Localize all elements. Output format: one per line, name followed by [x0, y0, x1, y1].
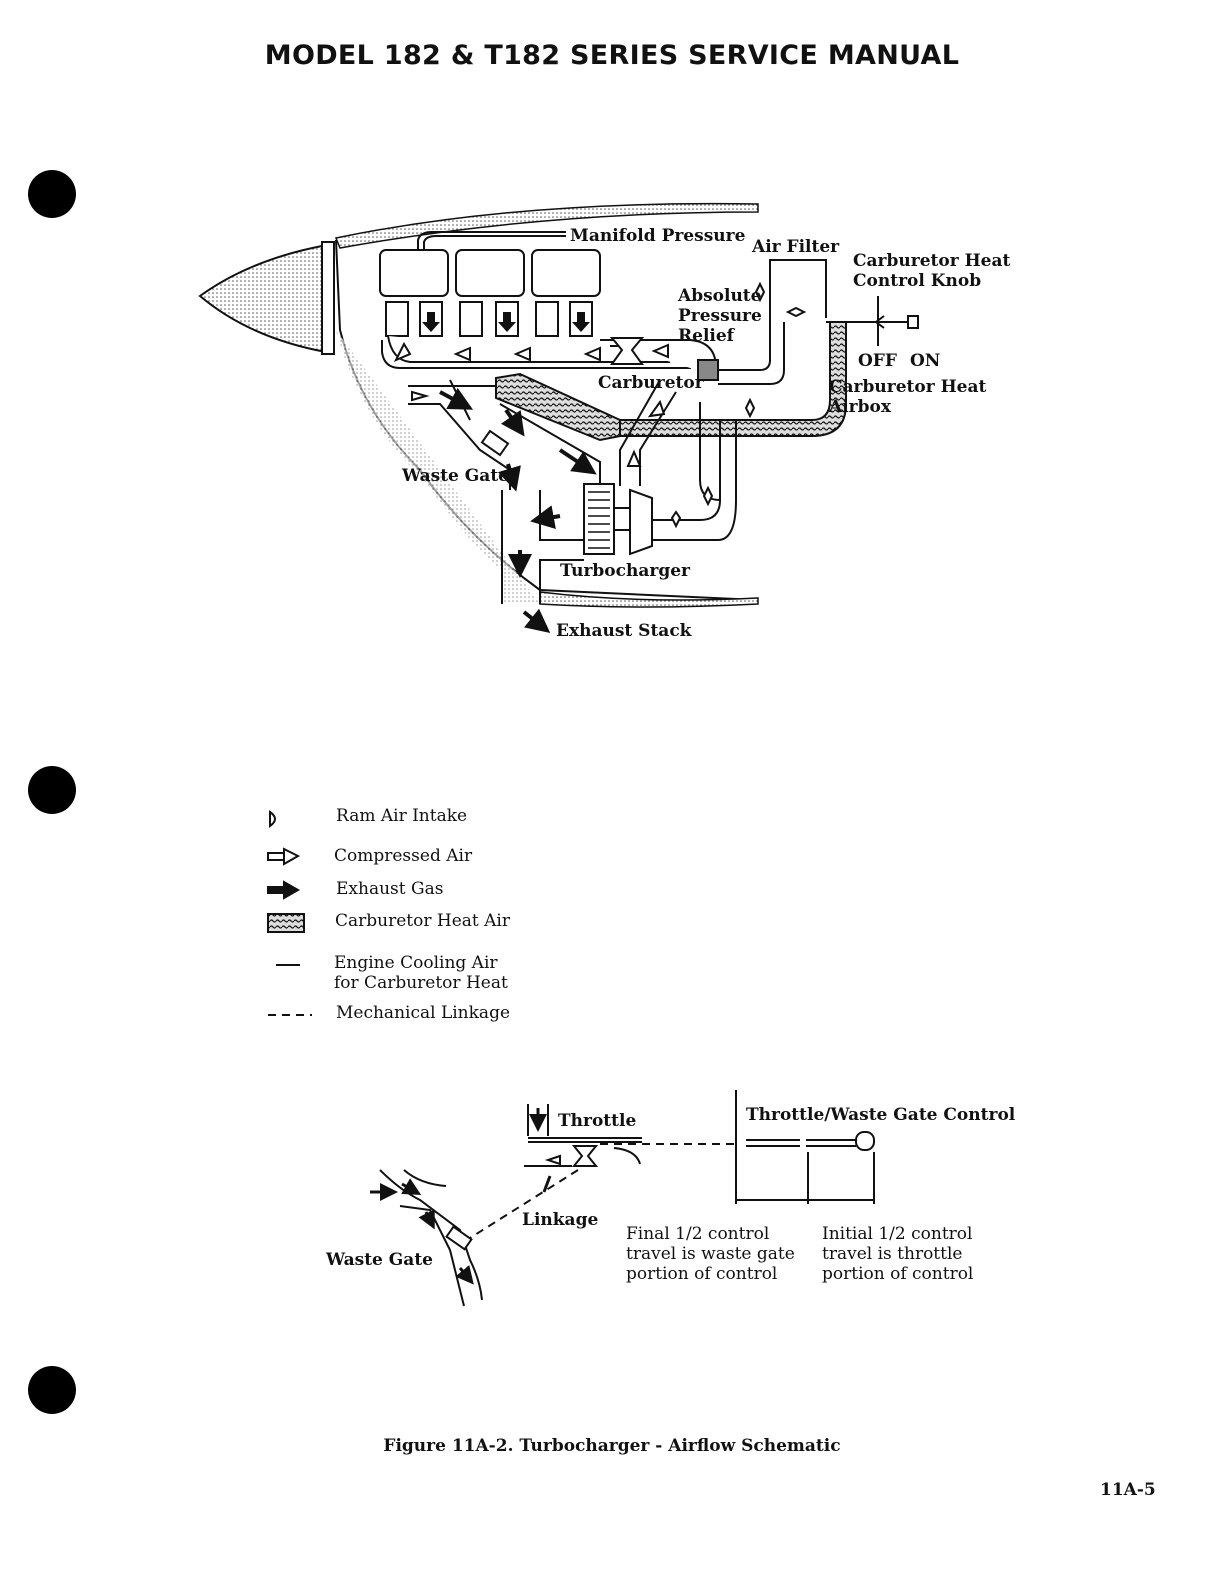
- label-final-half: Final 1/2 control: [626, 1224, 769, 1244]
- binder-hole: [28, 766, 76, 814]
- carburetor-heat-air-icon: [267, 913, 305, 933]
- label-carb-heat-airbox: Carburetor Heat: [829, 377, 986, 397]
- legend-label-carb-heat-air: Carburetor Heat Air: [335, 911, 510, 931]
- label-carb-heat-knob: Carburetor Heat: [853, 251, 1010, 271]
- aircraft-cowling: [198, 202, 759, 608]
- page-number: 11A-5: [1100, 1480, 1156, 1500]
- label-absolute-pressure-relief: Absolute: [677, 286, 762, 306]
- label-on: ON: [910, 351, 940, 371]
- linkage-diagram: [370, 1090, 875, 1307]
- ram-air-intake-icon: [269, 810, 276, 828]
- carb-heat-control: [826, 296, 919, 346]
- label-throttle-waste-gate-control: Throttle/Waste Gate Control: [746, 1105, 1016, 1125]
- label-initial-half: Initial 1/2 control: [822, 1224, 972, 1244]
- carburetor: [609, 337, 719, 381]
- legend-label-exhaust-gas: Exhaust Gas: [336, 879, 444, 899]
- label-absolute-pressure-relief: Relief: [678, 326, 736, 346]
- page-header: MODEL 182 & T182 SERIES SERVICE MANUAL: [264, 40, 960, 71]
- label-absolute-pressure-relief: Pressure: [678, 306, 762, 326]
- label-initial-half: travel is throttle: [822, 1244, 962, 1264]
- label-carb-heat-knob: Control Knob: [853, 271, 981, 291]
- legend-symbols: [267, 810, 312, 1016]
- label-waste-gate: Waste Gate: [401, 466, 509, 486]
- label-carburetor: Carburetor: [598, 373, 705, 393]
- manifold-pressure-line: [417, 231, 566, 250]
- legend-label-engine-cooling-air: for Carburetor Heat: [334, 973, 508, 993]
- waste-gate-valve: [480, 429, 510, 457]
- legend-label-mechanical-linkage: Mechanical Linkage: [336, 1003, 511, 1023]
- label-initial-half: portion of control: [822, 1264, 973, 1284]
- binder-hole: [28, 1366, 76, 1414]
- label-final-half: travel is waste gate: [626, 1244, 795, 1264]
- label-turbocharger: Turbocharger: [560, 561, 691, 581]
- label-waste-gate-2: Waste Gate: [325, 1250, 433, 1270]
- compressed-air-icon: [267, 847, 301, 866]
- label-off: OFF: [858, 351, 897, 371]
- label-final-half: portion of control: [626, 1264, 777, 1284]
- figure-caption: Figure 11A-2. Turbocharger - Airflow Sch…: [383, 1436, 841, 1456]
- binder-hole: [28, 170, 76, 218]
- label-linkage: Linkage: [522, 1210, 598, 1230]
- turbocharger: [583, 483, 653, 556]
- exhaust-gas-arrows: [439, 387, 597, 633]
- legend-label-ram-air: Ram Air Intake: [336, 806, 468, 826]
- legend-label-engine-cooling-air: Engine Cooling Air: [334, 953, 498, 973]
- label-exhaust-stack: Exhaust Stack: [556, 621, 693, 641]
- compressed-air-arrows: [393, 341, 669, 467]
- exhaust-gas-icon: [267, 880, 301, 900]
- label-carb-heat-airbox: Airbox: [828, 397, 892, 417]
- label-manifold-pressure: Manifold Pressure: [570, 226, 746, 246]
- label-throttle: Throttle: [558, 1111, 636, 1131]
- ram-air-intake-arrows: [670, 281, 807, 529]
- label-air-filter: Air Filter: [751, 237, 840, 257]
- legend-label-compressed-air: Compressed Air: [334, 846, 473, 866]
- engine-cylinders: [379, 249, 601, 337]
